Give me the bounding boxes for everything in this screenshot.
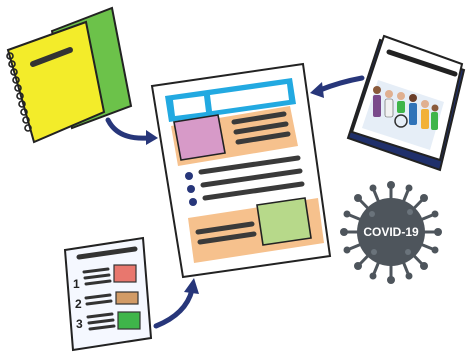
notebooks-icon: [6, 6, 133, 144]
list-number-1: 1: [73, 277, 80, 291]
arrow-notebooks-to-document: [105, 117, 151, 141]
bullet-list: [185, 155, 305, 206]
photo-placeholder-purple: [173, 114, 226, 161]
fact-sheet-document: [150, 62, 332, 279]
list-swatch-tan: [115, 291, 139, 305]
arrow-list-to-document: [153, 287, 195, 329]
arrow-booklet-to-document: [317, 75, 365, 93]
booklet-icon: [346, 34, 466, 172]
numbered-list-document: 1 2 3: [63, 236, 153, 352]
virus-label: COVID-19: [363, 225, 419, 239]
photo-placeholder-green: [256, 197, 312, 246]
people-icon: [373, 86, 439, 130]
list-swatch-red: [113, 264, 137, 283]
list-number-3: 3: [76, 317, 83, 331]
list-swatch-green: [117, 311, 141, 330]
covid-virus-icon: COVID-19: [340, 181, 442, 284]
list-number-2: 2: [75, 297, 82, 311]
